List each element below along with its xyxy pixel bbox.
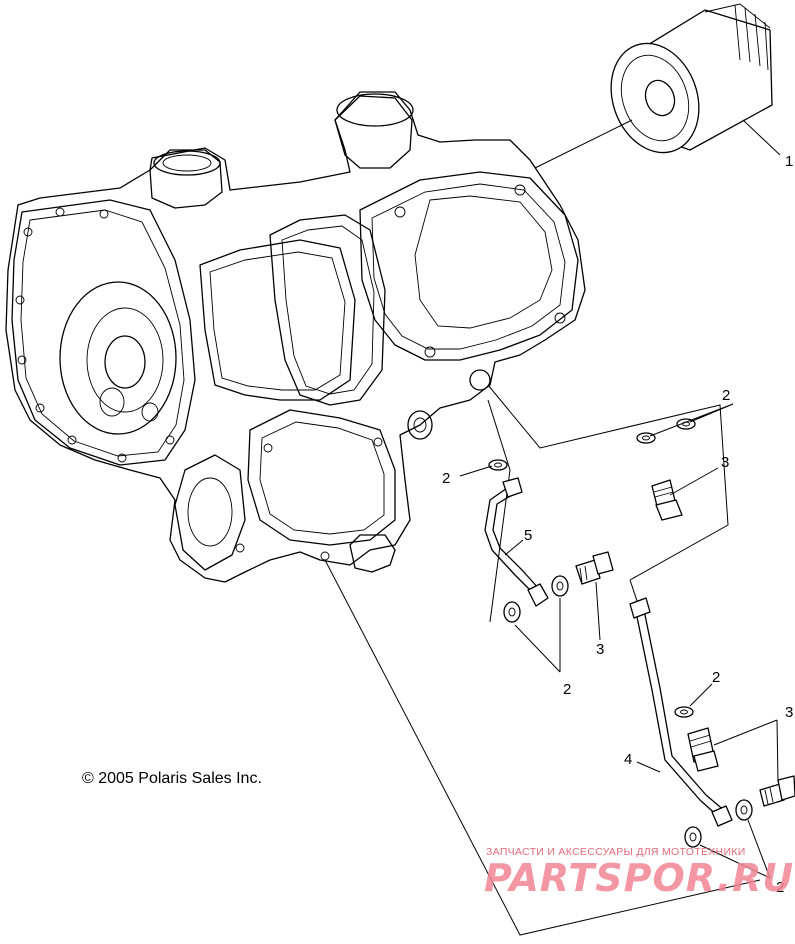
- copyright-notice: © 2005 Polaris Sales Inc.: [82, 770, 262, 787]
- callout-3: 3: [596, 641, 604, 658]
- callout-2: 2: [563, 681, 571, 698]
- callout-3: 3: [785, 704, 793, 721]
- watermark-logo: PARTSPOR.RU: [484, 856, 795, 900]
- engine-block: [5, 91, 586, 583]
- banjo-bolt: [687, 727, 719, 772]
- banjo-bolt: [651, 479, 683, 521]
- watermark-tagline: ЗАПЧАСТИ И АКСЕССУАРЫ ДЛЯ МОТОТЕХНИКИ: [486, 846, 746, 858]
- callout-5: 5: [524, 527, 532, 544]
- banjo-bolt: [575, 551, 614, 585]
- banjo-bolt: [759, 775, 795, 807]
- callout-labels: 1 2 3 2 5 3 2 2 3 4 2: [442, 153, 793, 896]
- callout-2: 2: [722, 387, 730, 404]
- oil-line-long: [629, 597, 733, 827]
- washer: [551, 575, 569, 597]
- washer: [735, 799, 753, 821]
- assembly-lines: [324, 119, 761, 936]
- callout-2: 2: [712, 669, 720, 686]
- callout-leaders: [459, 119, 781, 879]
- callout-2: 2: [442, 470, 450, 487]
- callout-3: 3: [721, 454, 729, 471]
- oil-filter: [610, 3, 773, 154]
- banjo-bolts: [575, 479, 795, 807]
- washer: [503, 601, 521, 623]
- oil-line-short: [484, 477, 549, 607]
- washers: [488, 418, 753, 848]
- callout-2: 2: [776, 879, 784, 896]
- washer: [674, 706, 694, 718]
- washer: [488, 459, 508, 471]
- callout-4: 4: [624, 751, 632, 768]
- washer: [684, 826, 702, 848]
- washer: [636, 432, 656, 444]
- callout-1: 1: [785, 153, 793, 170]
